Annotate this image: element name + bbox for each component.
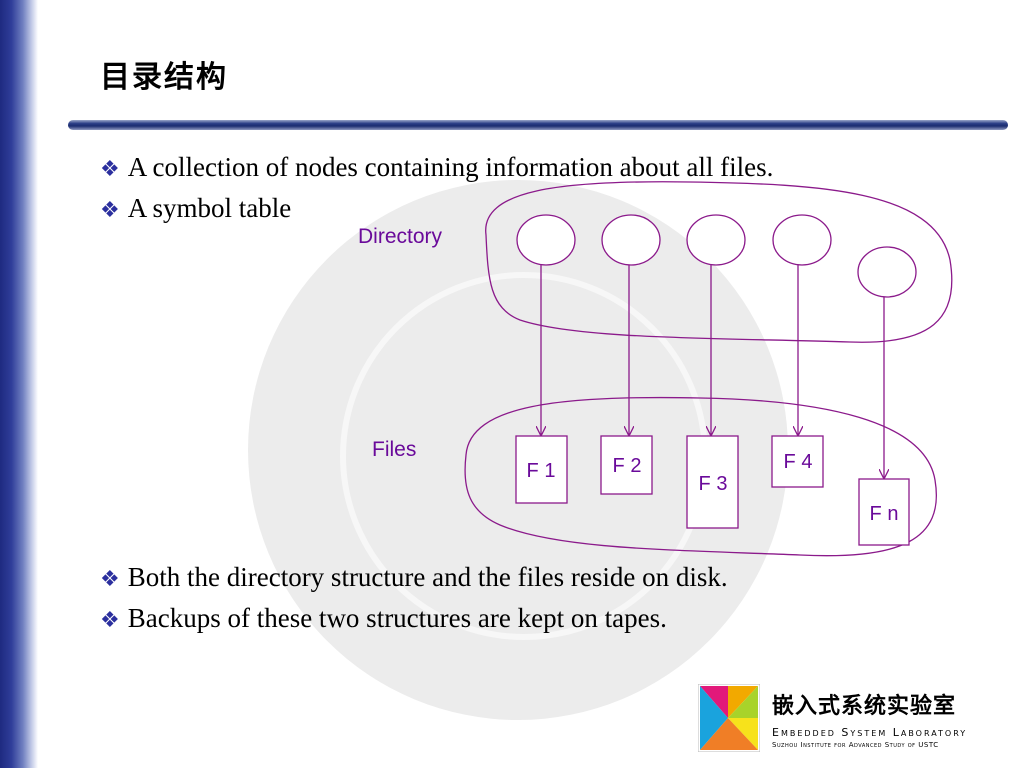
bullet-text-2: A symbol table (127, 193, 292, 223)
file-box-4 (771, 435, 824, 488)
bullet-item-2: ❖ A symbol table (100, 193, 291, 224)
directory-label: Directory (358, 225, 443, 248)
bullet-text-1: A collection of nodes containing informa… (127, 152, 774, 182)
lab-logo-text: 嵌入式系统实验室 Embedded System Laboratory Suzh… (772, 688, 967, 749)
logo-institute-name: Suzhou Institute for Advanced Study of U… (772, 741, 939, 749)
file-label-1: F 1 (527, 460, 556, 482)
left-accent-bar (0, 0, 38, 768)
directory-node-3 (686, 214, 746, 266)
file-box-n (858, 478, 910, 546)
bullet-item-4: ❖ Backups of these two structures are kep… (100, 603, 667, 634)
file-box-3 (686, 435, 739, 529)
logo-chinese-name: 嵌入式系统实验室 (772, 694, 957, 719)
directory-node-2 (601, 214, 661, 266)
file-box-2 (600, 435, 653, 495)
directory-node-5 (857, 246, 917, 298)
logo-english-name: Embedded System Laboratory (772, 726, 968, 739)
bullet-text-3: Both the directory structure and the fil… (127, 562, 728, 592)
page-title: 目录结构 (100, 60, 228, 95)
diamond-bullet-icon: ❖ (100, 566, 120, 591)
file-label-n: F n (870, 503, 899, 525)
lab-logo-icon (698, 684, 760, 752)
file-label-4: F 4 (784, 451, 813, 473)
directory-node-4 (772, 214, 832, 266)
diamond-bullet-icon: ❖ (100, 197, 120, 222)
directory-enclosure (485, 181, 953, 343)
bullet-text-4: Backups of these two structures are kept… (127, 603, 667, 633)
file-label-3: F 3 (699, 473, 728, 495)
diamond-bullet-icon: ❖ (100, 607, 120, 632)
file-box-1 (515, 435, 568, 504)
bullet-item-3: ❖ Both the directory structure and the fi… (100, 562, 728, 593)
directory-node-1 (516, 214, 576, 266)
files-label: Files (372, 438, 416, 461)
file-label-2: F 2 (613, 455, 642, 477)
title-divider (68, 120, 1008, 130)
bullet-item-1: ❖ A collection of nodes containing inform… (100, 152, 773, 183)
files-enclosure (464, 396, 937, 557)
diamond-bullet-icon: ❖ (100, 156, 120, 181)
